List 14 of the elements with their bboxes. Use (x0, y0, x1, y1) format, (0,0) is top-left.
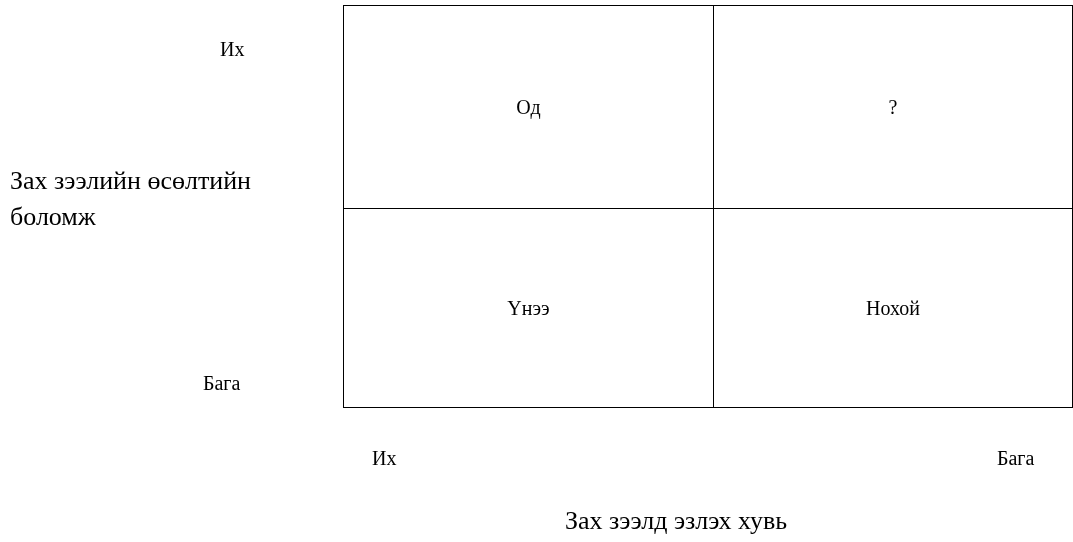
axis-tick-label: Их (220, 38, 245, 61)
axis-tick-label: Бага (997, 447, 1035, 470)
axis-title: Зах зээлийн өсөлтийн боломж (10, 165, 253, 233)
matrix-quadrant (343, 208, 714, 408)
quadrant-label: Од (516, 95, 541, 119)
matrix-quadrant (343, 5, 714, 209)
axis-tick-label: Их (372, 447, 397, 470)
quadrant-label: Нохой (866, 296, 920, 320)
quadrant-label: ? (888, 95, 898, 119)
matrix-quadrant (713, 5, 1073, 209)
axis-title: Зах зээлд эзлэх хувь (565, 505, 788, 537)
axis-tick-label: Бага (203, 372, 241, 395)
matrix-quadrant (713, 208, 1073, 408)
quadrant-label: Үнээ (507, 296, 550, 320)
